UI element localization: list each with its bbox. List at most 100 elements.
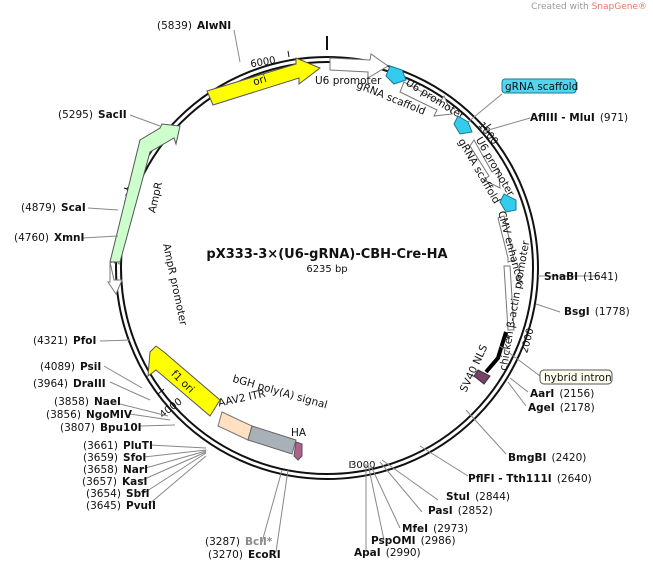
svg-text:(3657) KasI: (3657) KasI [82,470,147,489]
watermark: Created with SnapGene® [531,2,647,12]
plasmid-length: 6235 bp [306,264,347,275]
site-sacii[interactable]: (5295) SacII [58,103,127,122]
cre-feature[interactable] [484,331,508,374]
ori-feature[interactable] [206,57,321,106]
svg-text:(3659) SfoI: (3659) SfoI [83,446,146,465]
svg-text:(4321) PfoI: (4321) PfoI [33,329,96,348]
site-pvuii[interactable]: (3645) PvuII [86,494,156,513]
ampr-promoter-label: AmpR promoter [160,242,189,327]
ampr-promoter-divider [109,261,121,265]
grna-scaffold-3-feature[interactable] [499,193,517,213]
u6-promoter-1-feature[interactable] [329,53,389,79]
site-psii[interactable]: (4089) PsiI [40,355,101,374]
svg-text:StuI (2844): StuI (2844) [446,485,510,504]
site-stui[interactable]: StuI (2844) [446,485,510,504]
site-pasi[interactable]: PasI (2852) [428,499,493,518]
hybrid-intron-label: hybrid intron [544,372,612,384]
site-afliii-mlui[interactable]: AflIII - MluI (971) [530,106,628,125]
site-leaders-right [365,117,600,550]
site-pspomi[interactable]: PspOMI (2986) [371,529,456,548]
svg-text:(3270) EcoRI: (3270) EcoRI [208,543,281,562]
chicken-promoter-feature[interactable] [503,265,515,331]
svg-text:MfeI (2973): MfeI (2973) [402,517,468,536]
svg-text:PasI (2852): PasI (2852) [428,499,493,518]
svg-text:ApaI (2990): ApaI (2990) [354,541,421,560]
site-ecori[interactable]: (3270) EcoRI [208,543,281,562]
backbone-inner [120,61,534,475]
site-bcli[interactable]: (3287) BclI* [205,530,273,549]
svg-text:(4089) PsiI: (4089) PsiI [40,355,101,374]
cmv-enhancer-feature[interactable] [497,215,515,263]
hybrid-intron-box [539,369,613,385]
svg-text:(3964) DraIII: (3964) DraIII [33,372,106,391]
svg-text:(4879) ScaI: (4879) ScaI [21,196,86,215]
grna-scaffold-2-feature[interactable] [453,115,473,135]
svg-text:(3661) PluTI: (3661) PluTI [83,434,153,453]
svg-text:(3654) SbfI: (3654) SbfI [86,482,150,501]
u6-promoter-3-feature[interactable] [469,139,501,189]
site-pflfi-tth111i[interactable]: PflFI - Tth111I (2640) [468,467,592,486]
sv40-nls-label: SV40 NLS [458,343,491,395]
svg-text:(3807) Bpu10I: (3807) Bpu10I [60,416,142,435]
ha-label: HA [291,427,307,439]
site-bsgi[interactable]: BsgI (1778) [564,300,630,319]
grna-callout-line [467,93,503,123]
site-bmgbi[interactable]: BmgBI (2420) [508,446,586,465]
site-xmni[interactable]: (4760) XmnI [14,226,84,245]
ampr-promoter-feature[interactable] [107,261,123,296]
tick-4000: 4000 [157,388,185,421]
svg-text:PflFI - Tth111I (2640): PflFI - Tth111I (2640) [468,467,592,486]
svg-text:(3645) PvuII: (3645) PvuII [86,494,156,513]
site-alwni[interactable]: (5839) AlwNI [157,14,231,33]
site-apai[interactable]: ApaI (2990) [354,541,421,560]
ha-feature[interactable] [293,441,303,461]
ori-label: ori [252,73,269,88]
f1-ori-feature[interactable] [147,345,221,417]
ampr-label: AmpR [146,181,165,214]
svg-text:(3658) NarI: (3658) NarI [83,458,148,477]
site-ngomiv[interactable]: (3856) NgoMIV [46,403,133,422]
site-naei[interactable]: (3858) NaeI [54,390,121,409]
site-agei[interactable]: AgeI (2178) [528,396,595,415]
svg-text:SnaBI (1641): SnaBI (1641) [544,265,618,284]
tick-label-3000: 3000 [350,460,375,471]
site-snabi[interactable]: SnaBI (1641) [544,265,618,284]
site-bpu10i[interactable]: (3807) Bpu10I [60,416,142,435]
tick-6000: 6000 [250,50,290,70]
grna-scaffold-1-feature[interactable] [385,65,407,85]
site-pfoi[interactable]: (4321) PfoI [33,329,96,348]
site-aari[interactable]: AarI (2156) [530,382,594,401]
svg-text:AgeI (2178): AgeI (2178) [528,396,595,415]
sv40-nls-feature[interactable] [473,369,491,385]
tick-label-2000: 2000 [519,327,536,354]
site-kasi[interactable]: (3657) KasI [82,470,147,489]
bgh-polya-feature[interactable] [247,425,297,455]
svg-text:(5839) AlwNI: (5839) AlwNI [157,14,231,33]
watermark-prefix: Created with [531,2,592,12]
site-draiii[interactable]: (3964) DraIII [33,372,106,391]
tick-3000: 3000 [349,460,375,471]
site-scai[interactable]: (4879) ScaI [21,196,86,215]
aav2-itr-label: AAV2 ITR [217,388,266,410]
backbone-outer [115,56,539,480]
site-leaders-left [81,29,289,553]
svg-text:AarI (2156): AarI (2156) [530,382,594,401]
svg-text:BsgI (1778): BsgI (1778) [564,300,630,319]
svg-text:BmgBI (2420): BmgBI (2420) [508,446,586,465]
u6-promoter-1-label: U6 promoter [315,75,382,87]
ampr-feature[interactable] [109,123,181,263]
svg-text:PspOMI (2986): PspOMI (2986) [371,529,456,548]
watermark-brand: SnapGene® [591,2,647,12]
site-nari[interactable]: (3658) NarI [83,458,148,477]
site-pluti[interactable]: (3661) PluTI [83,434,153,453]
site-mfei[interactable]: MfeI (2973) [402,517,468,536]
aav2-itr-feature[interactable] [217,411,253,441]
grna-callout-label: gRNA scaffold [505,81,578,93]
site-sbfi[interactable]: (3654) SbfI [86,482,150,501]
site-sfoi[interactable]: (3659) SfoI [83,446,146,465]
plasmid-title: pX333-3×(U6-gRNA)-CBH-Cre-HA [206,247,447,262]
u6-promoter-2-feature[interactable] [399,81,453,117]
hybrid-intron-line [499,345,541,377]
svg-text:(3856) NgoMIV: (3856) NgoMIV [46,403,133,422]
